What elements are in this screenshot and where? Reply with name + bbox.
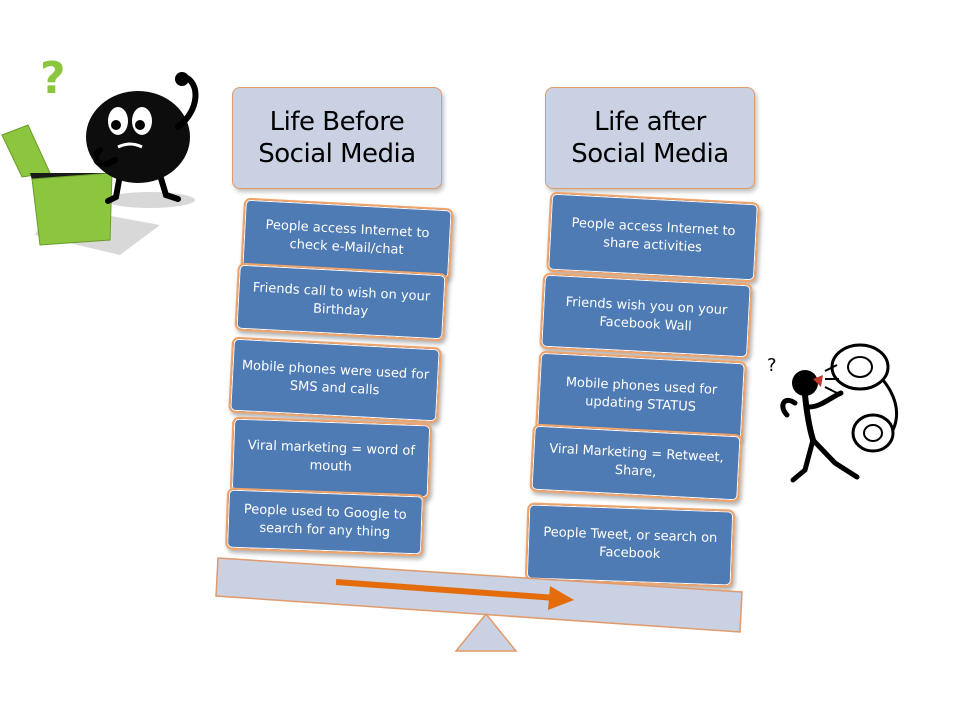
- after-item-facebook-wall: Friends wish you on your Facebook Wall: [539, 272, 753, 360]
- seesaw: [215, 557, 743, 652]
- header-life-after: Life after Social Media: [545, 87, 755, 189]
- before-item-google: People used to Google to search for any …: [224, 487, 426, 557]
- before-item-mobile: Mobile phones were used for SMS and call…: [228, 336, 442, 424]
- seesaw-fulcrum: [454, 612, 518, 652]
- confused-character-with-box-icon: ?: [1, 55, 199, 255]
- shouting-character-with-phone-icon: ?: [767, 343, 898, 483]
- tilt-arrow: [335, 579, 574, 610]
- before-item-birthday: Friends call to wish on your Birthday: [234, 262, 448, 342]
- header-life-before: Life Before Social Media: [232, 87, 442, 189]
- before-item-viral: Viral marketing = word of mouth: [229, 416, 433, 500]
- after-item-internet: People access Internet to share activiti…: [546, 191, 760, 283]
- question-mark-icon: ?: [767, 355, 777, 376]
- after-item-retweet: Viral Marketing = Retweet, Share,: [529, 423, 743, 503]
- question-mark-icon: ?: [40, 55, 66, 104]
